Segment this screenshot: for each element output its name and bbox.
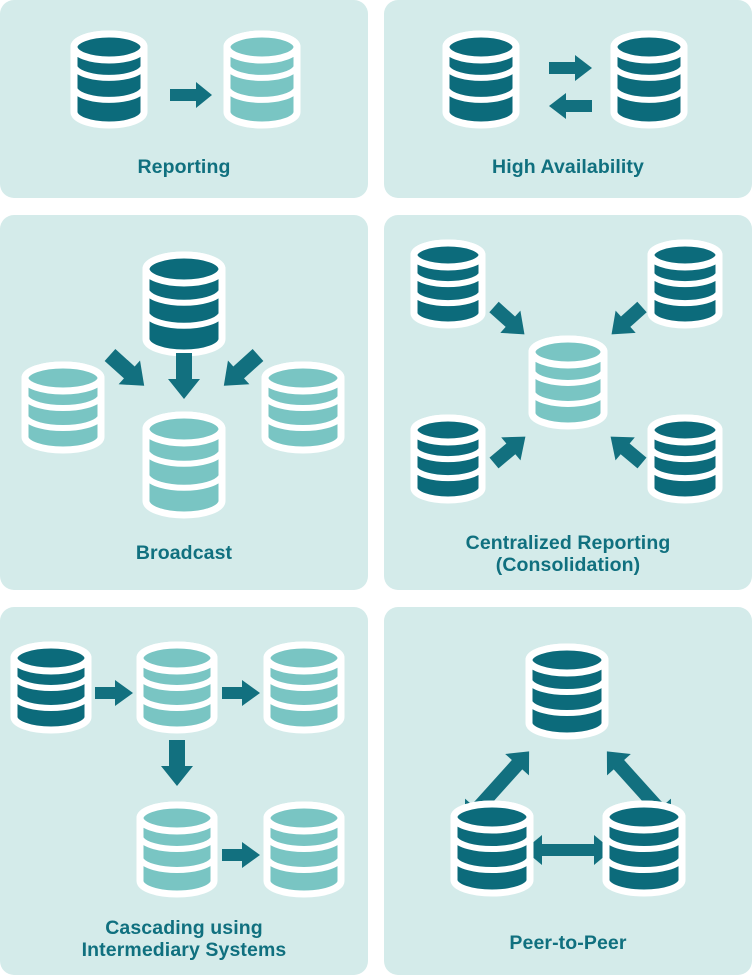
panel-peer-to-peer: Peer-to-Peer (384, 607, 752, 975)
cascading-diagram (0, 607, 368, 975)
replica-right-icon (261, 361, 345, 454)
source-bottom-left-icon (410, 414, 486, 504)
peer-bottom-right-icon (602, 800, 686, 897)
consolidation-arrow-bottom-left (489, 436, 526, 469)
replication-arrow-reverse (549, 93, 592, 119)
panel-label-peer-to-peer: Peer-to-Peer (509, 932, 627, 954)
consolidation-arrow-top-right (611, 301, 647, 335)
primary-database-icon (442, 30, 520, 129)
consolidated-database-icon (528, 335, 608, 430)
panel-label-reporting: Reporting (137, 156, 231, 178)
leaf-bottom-left-icon (136, 801, 218, 898)
broadcast-diagram (0, 215, 368, 590)
source-database-icon (70, 30, 148, 129)
centralized-reporting-diagram (384, 215, 752, 590)
panel-label-broadcast: Broadcast (135, 542, 233, 564)
consolidation-arrow-bottom-right (610, 436, 647, 469)
intermediary-database-icon (136, 641, 218, 734)
panel-broadcast: Broadcast (0, 215, 368, 590)
broadcast-arrow-right (223, 349, 264, 386)
broadcast-arrow-center (168, 353, 200, 399)
reporting-diagram (0, 0, 368, 198)
replication-arrow (170, 82, 212, 108)
peer-bottom-left-icon (450, 800, 534, 897)
peer-arrow-bottom (524, 835, 612, 865)
standby-database-icon (610, 30, 688, 129)
panel-label-high-availability: High Availability (492, 156, 644, 178)
peer-top-icon (525, 643, 609, 740)
reporting-database-icon (223, 30, 301, 129)
cascading-arrow-1 (95, 680, 133, 706)
broadcast-arrow-left (104, 349, 145, 386)
source-top-left-icon (410, 239, 486, 329)
consolidation-arrow-top-left (489, 301, 525, 335)
panel-reporting: Reporting (0, 0, 368, 198)
cascading-arrow-2 (222, 680, 260, 706)
panel-label-centralized-reporting: Centralized Reporting (Consolidation) (465, 532, 671, 576)
cascading-arrow-down (161, 740, 193, 786)
leaf-bottom-right-icon (263, 801, 345, 898)
source-bottom-right-icon (647, 414, 723, 504)
replication-arrow-forward (549, 55, 592, 81)
replica-center-icon (142, 411, 226, 519)
panel-cascading: Cascading using Intermediary Systems (0, 607, 368, 975)
panel-label-cascading: Cascading using Intermediary Systems (81, 917, 287, 961)
replica-left-icon (21, 361, 105, 454)
panel-centralized-reporting: Centralized Reporting (Consolidation) (384, 215, 752, 590)
source-database-icon (10, 641, 92, 734)
high-availability-diagram (384, 0, 752, 198)
leaf-top-right-icon (263, 641, 345, 734)
source-top-right-icon (647, 239, 723, 329)
panel-high-availability: High Availability (384, 0, 752, 198)
peer-to-peer-diagram (384, 607, 752, 975)
source-database-icon (142, 251, 226, 357)
cascading-arrow-3 (222, 842, 260, 868)
